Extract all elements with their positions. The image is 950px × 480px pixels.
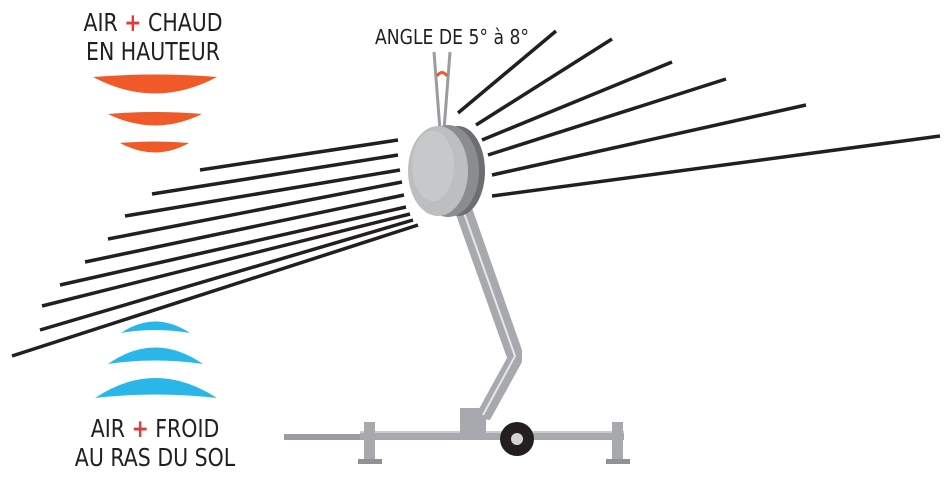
warm-air-arc-1 — [93, 74, 217, 94]
air-line-left-8 — [39, 218, 414, 332]
beam-highlight — [360, 431, 624, 433]
wheel-hub — [511, 433, 523, 445]
cold-air-arc-icon — [95, 321, 217, 398]
cold-air-label: AIR + FROID AU RAS DU SOL — [65, 416, 245, 474]
air-line-right-1 — [456, 29, 558, 115]
air-line-right-3 — [481, 60, 673, 142]
warm-word: CHAUD — [148, 8, 223, 37]
plus-sign: + — [124, 8, 142, 37]
mast-top — [432, 51, 452, 131]
warm-air-label-line-2: EN HAUTEUR — [86, 37, 220, 66]
right-stand-foot — [606, 459, 630, 464]
air-line-left-6 — [59, 205, 407, 287]
mast-tube-right — [442, 51, 452, 131]
air-line-right-2 — [475, 37, 613, 127]
air-line-right-5 — [491, 103, 807, 177]
cold-air-arc-3 — [95, 378, 217, 398]
cold-word: FROID — [155, 414, 220, 443]
fan-head — [408, 125, 485, 217]
air-line-left-5 — [84, 193, 405, 264]
warm-air-label: AIR + CHAUD EN HAUTEUR — [75, 10, 231, 68]
warm-air-label-line-1: AIR + CHAUD — [75, 10, 231, 39]
air-line-left-7 — [41, 212, 411, 308]
air-line-left-3 — [124, 168, 401, 218]
wheel — [500, 422, 534, 456]
air-line-left-2 — [151, 153, 399, 196]
cold-air-label-line-2: AU RAS DU SOL — [74, 443, 236, 472]
plus-sign: + — [131, 414, 149, 443]
chassis-beam — [360, 431, 624, 440]
tower-arm — [455, 205, 522, 420]
air-flow-lines — [11, 29, 941, 358]
air-line-left-4 — [107, 180, 403, 241]
cold-air-arc-1 — [121, 321, 190, 333]
warm-air-arc-icon — [93, 74, 217, 153]
cold-air-word: AIR — [90, 414, 126, 443]
warm-air-arc-3 — [120, 141, 189, 153]
warm-air-arc-2 — [108, 112, 202, 126]
air-line-left-1 — [199, 138, 399, 172]
mast-tube-left — [432, 51, 442, 131]
cold-air-label-line-1: AIR + FROID — [65, 416, 245, 445]
drawbar — [284, 434, 374, 440]
cold-air-arc-2 — [108, 347, 203, 364]
left-stand — [364, 422, 375, 464]
trailer-chassis — [284, 408, 630, 464]
angle-label: ANGLE DE 5° à 8° — [374, 25, 530, 49]
angle-arc-icon — [435, 71, 449, 77]
warm-air-word: AIR — [83, 8, 118, 37]
air-line-right-4 — [487, 77, 727, 157]
fan-face-shade — [412, 131, 454, 201]
right-stand — [612, 422, 623, 464]
air-line-left-9 — [11, 223, 419, 358]
tower-arm-inner-line — [462, 209, 517, 416]
air-line-right-6 — [491, 134, 941, 198]
left-stand-foot — [358, 459, 382, 464]
tower-arm-main — [455, 205, 522, 420]
